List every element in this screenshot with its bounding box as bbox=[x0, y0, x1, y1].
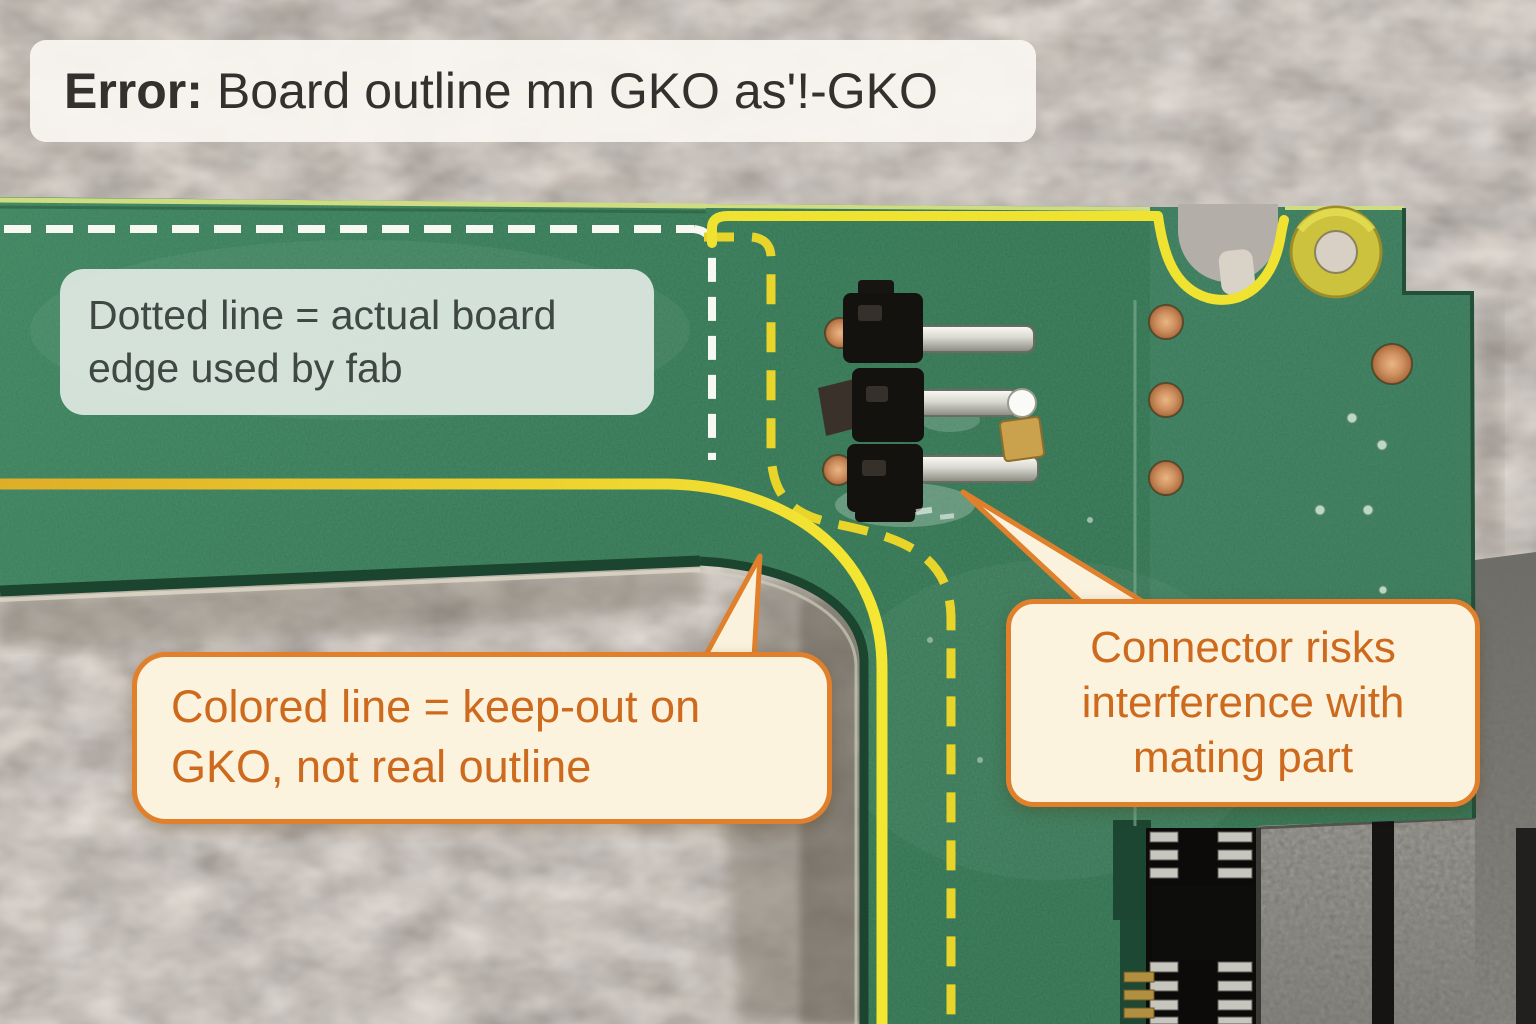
board-right-edge bbox=[1402, 208, 1476, 819]
gold-chip bbox=[998, 415, 1046, 463]
fixture-edge-dark-strip bbox=[1516, 828, 1536, 1024]
board-inner-corner-edge bbox=[699, 556, 869, 1024]
connector-callout-text: Connector risks interference with mating… bbox=[1081, 623, 1405, 782]
connector-body bbox=[852, 368, 924, 442]
mounting-hole bbox=[1289, 205, 1383, 299]
error-banner: Error: Board outline mn GKO as'!-GKO bbox=[30, 40, 1036, 142]
connector-body bbox=[843, 293, 923, 363]
fixture-slot-dark-strip bbox=[1372, 815, 1394, 1024]
gko-outline-dashed-yellow bbox=[704, 232, 956, 1024]
connector-callout: Connector risks interference with mating… bbox=[1006, 599, 1480, 807]
connector-pin bbox=[909, 389, 1019, 417]
board-top-edge-glint bbox=[0, 197, 707, 209]
error-banner-message: Board outline mn GKO as'!-GKO bbox=[216, 63, 938, 119]
error-banner-prefix: Error: bbox=[64, 63, 203, 119]
connector-body bbox=[847, 444, 923, 512]
board-notch bbox=[1177, 204, 1278, 295]
gko-keepout-solid-yellow bbox=[0, 211, 1289, 1024]
colored-line-callout: Colored line = keep-out on GKO, not real… bbox=[132, 652, 832, 824]
pin-header-connector bbox=[818, 280, 1046, 527]
connector-pin bbox=[907, 325, 1035, 353]
gold-contact-pins bbox=[1123, 971, 1155, 1019]
board-bottom-edge bbox=[0, 555, 701, 597]
dotted-line-note: Dotted line = actual board edge used by … bbox=[60, 269, 654, 415]
board-edge-connector bbox=[1123, 828, 1261, 1024]
colored-line-callout-text: Colored line = keep-out on GKO, not real… bbox=[171, 681, 701, 792]
dotted-line-note-text: Dotted line = actual board edge used by … bbox=[88, 292, 557, 392]
copper-pads bbox=[1148, 304, 1413, 496]
